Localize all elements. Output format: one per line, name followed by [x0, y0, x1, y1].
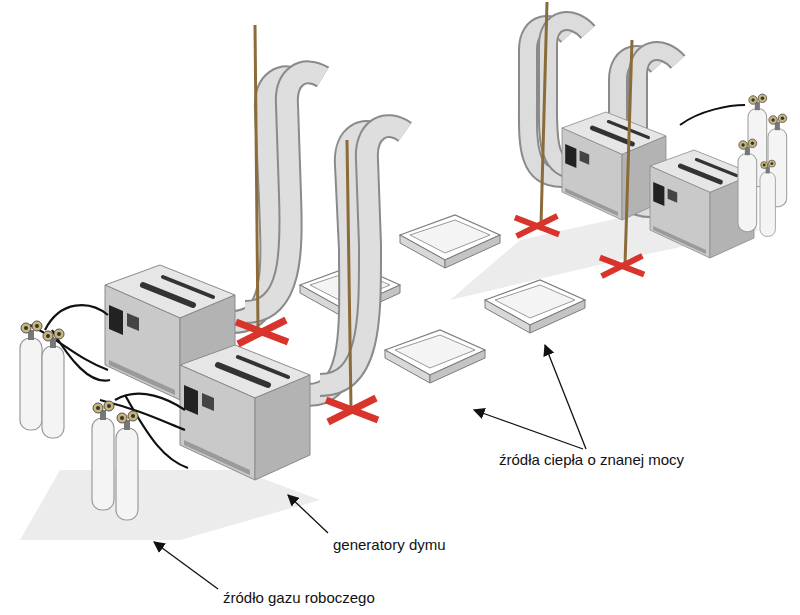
front-generators: [180, 345, 310, 480]
front-crosses: [236, 320, 378, 422]
shadows: [20, 470, 320, 540]
back-poles: [541, 2, 632, 265]
back-crosses: [600, 256, 644, 276]
front-crosses: [236, 320, 288, 344]
trays: [385, 330, 485, 383]
back-cylinders: [738, 94, 787, 236]
back-crosses: [515, 216, 644, 276]
back-poles: [625, 40, 632, 265]
back-crosses: [515, 216, 559, 236]
front-cylinders: [20, 321, 42, 430]
front-pipes: [320, 126, 405, 385]
front-crosses: [326, 398, 378, 422]
back-cylinders: [738, 139, 757, 232]
trays: [400, 215, 500, 268]
leader-lines: [154, 542, 218, 589]
front-hoses: [45, 305, 108, 330]
trays: [485, 280, 585, 333]
front-poles: [255, 25, 258, 330]
front-poles: [347, 140, 351, 408]
back-poles: [541, 2, 547, 225]
front-cylinders: [92, 401, 114, 510]
leader-lines: [474, 410, 583, 449]
back-generators: [562, 112, 754, 258]
front-cylinders: [42, 329, 64, 438]
front-cylinders: [116, 411, 138, 520]
leader-lines: [545, 345, 586, 449]
front-poles: [255, 25, 351, 408]
callout-label: źródła ciepła o znanej mocy: [497, 451, 686, 469]
front-cylinders: [20, 321, 138, 520]
leader-lines: [288, 495, 328, 533]
back-cylinders: [760, 160, 775, 236]
front-pipes: [320, 126, 405, 385]
back-hoses: [680, 105, 745, 125]
callout-label: generatory dymu: [331, 536, 448, 554]
callout-label: źródło gazu roboczego: [221, 589, 377, 607]
front-hoses: [115, 394, 185, 410]
shadows: [20, 200, 760, 540]
